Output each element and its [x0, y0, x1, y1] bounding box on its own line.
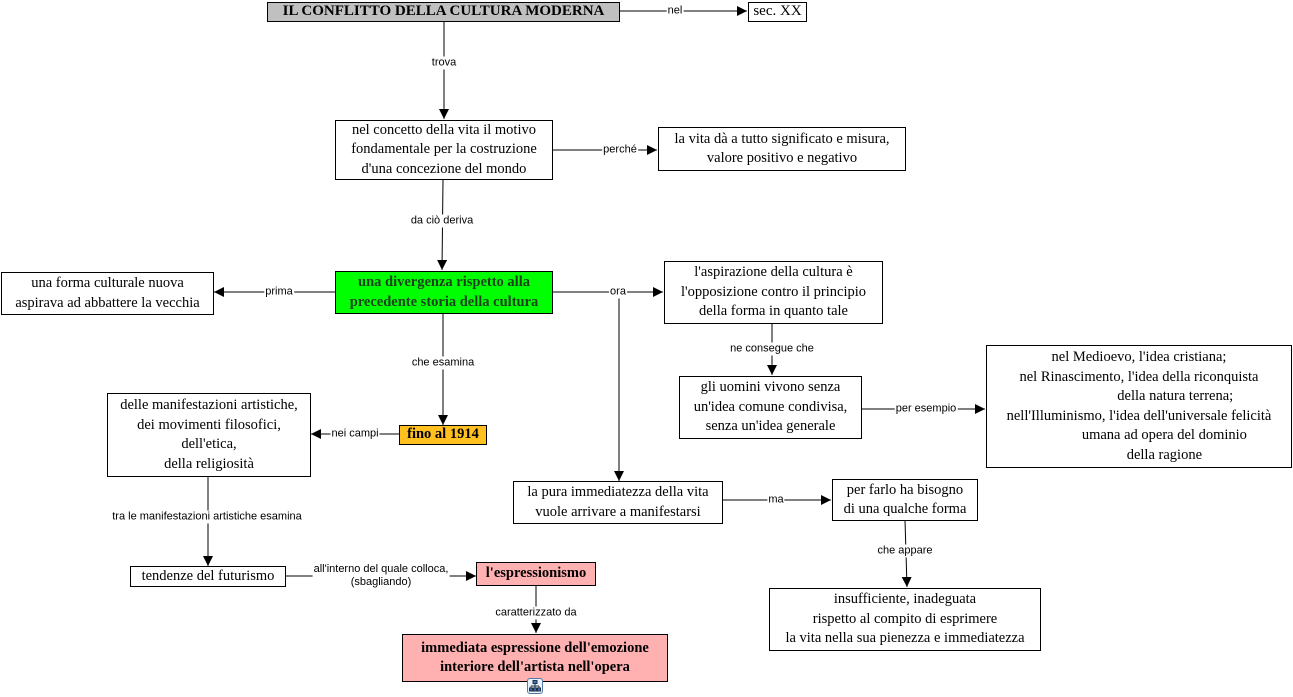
link-label-ora: ora: [609, 285, 627, 299]
link-label-tra-le-manifestazioni: tra le manifestazioni artistiche esamina: [111, 510, 303, 524]
root-concept-node[interactable]: IL CONFLITTO DELLA CULTURA MODERNA: [267, 2, 620, 22]
concept-node-divergenza[interactable]: una divergenza rispetto alla precedente …: [335, 271, 553, 314]
link-label-nei-campi: nei campi: [330, 427, 380, 441]
link-label-trova: trova: [430, 56, 458, 70]
link-label-che-appare: che appare: [876, 544, 934, 558]
link-label-per-esempio: per esempio: [894, 402, 958, 416]
link-label-perche: perché: [602, 143, 638, 157]
link-label-allinterno: all'interno del quale colloca, (sbaglian…: [312, 563, 450, 589]
concept-node-uomini-senza-idea[interactable]: gli uomini vivono senza un'idea comune c…: [679, 376, 862, 439]
concept-node-fino-al-1914[interactable]: fino al 1914: [399, 425, 487, 445]
concept-node-forma-culturale-nuova[interactable]: una forma culturale nuova aspirava ad ab…: [1, 272, 214, 315]
link-label-caratterizzato-da: caratterizzato da: [494, 606, 578, 620]
concept-node-tendenze-futurismo[interactable]: tendenze del futurismo: [130, 566, 286, 587]
concept-node-esempi-storici[interactable]: nel Medioevo, l'idea cristiana; nel Rina…: [986, 345, 1292, 468]
concept-node-sec-xx[interactable]: sec. XX: [748, 2, 807, 22]
concept-node-insufficiente[interactable]: insufficiente, inadeguata rispetto al co…: [769, 588, 1041, 651]
concept-node-espressionismo[interactable]: l'espressionismo: [476, 562, 596, 586]
tree-glyph-icon: [529, 680, 541, 692]
concept-node-aspirazione-cultura[interactable]: l'aspirazione della cultura è l'opposizi…: [664, 261, 883, 324]
link-label-prima: prima: [264, 285, 294, 299]
link-label-ma: ma: [767, 493, 785, 507]
concept-node-manifestazioni[interactable]: delle manifestazioni artistiche, dei mov…: [107, 393, 311, 477]
concept-map-tree-icon[interactable]: [527, 678, 543, 694]
concept-node-concetto-vita[interactable]: nel concetto della vita il motivo fondam…: [335, 120, 553, 180]
link-label-che-esamina: che esamina: [410, 356, 476, 370]
concept-node-ha-bisogno-forma[interactable]: per farlo ha bisogno di una qualche form…: [832, 479, 978, 521]
concept-node-vita-da-significato[interactable]: la vita dà a tutto significato e misura,…: [658, 127, 906, 171]
link-label-ne-consegue-che: ne consegue che: [729, 342, 815, 356]
concept-node-immediata-espressione[interactable]: immediata espressione dell'emozione inte…: [402, 634, 668, 682]
link-label-da-cio-deriva: da ciò deriva: [409, 214, 475, 228]
concept-node-pura-immediatezza[interactable]: la pura immediatezza della vita vuole ar…: [513, 481, 723, 524]
link-label-nel: nel: [666, 4, 684, 18]
